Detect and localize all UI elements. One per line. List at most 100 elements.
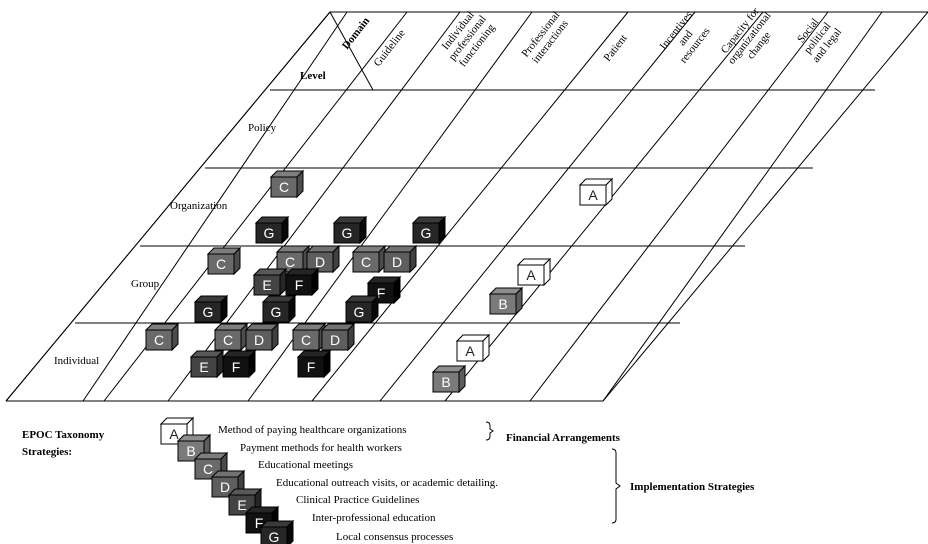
implementation-strategies-label: Implementation Strategies	[630, 481, 755, 493]
cube-letter: F	[307, 359, 316, 375]
grid-line	[602, 11, 883, 402]
cube-front	[145, 329, 173, 351]
cube-front	[297, 356, 325, 378]
legend-title-line2: Strategies:	[22, 446, 72, 458]
legend-title-line1: EPOC Taxonomy	[22, 429, 105, 441]
legend-label-d: Educational outreach visits, or academic…	[276, 477, 498, 489]
cube-c: C	[291, 322, 327, 352]
cube-letter: C	[285, 254, 295, 270]
cube-front	[306, 251, 334, 273]
cube-c: C	[144, 322, 180, 352]
cube-front	[270, 176, 298, 198]
cube-g: G	[411, 215, 447, 245]
cube-front	[285, 274, 313, 296]
cube-letter: D	[392, 254, 402, 270]
cube-front	[579, 184, 607, 206]
cube-front	[412, 222, 440, 244]
level-label: Level	[300, 70, 326, 82]
legend-label-c: Educational meetings	[258, 459, 353, 471]
column-header-3: Patient	[601, 32, 629, 63]
grid-line	[82, 11, 348, 402]
cube-letter: C	[154, 332, 164, 348]
cube-front	[260, 526, 288, 544]
grid	[5, 11, 928, 402]
column-header-6: Socialpoliticaland legal	[791, 11, 844, 65]
cube-b: B	[488, 286, 524, 316]
cube-letter: A	[588, 187, 598, 203]
cube-front	[517, 264, 545, 286]
cube-c: C	[269, 169, 305, 199]
financial-brace	[485, 421, 494, 441]
cube-front	[345, 301, 373, 323]
legend-label-b: Payment methods for health workers	[240, 442, 402, 454]
cube-letter: B	[498, 296, 507, 312]
cube-letter: B	[186, 443, 195, 459]
cube-f: F	[221, 349, 257, 379]
cube-letter: G	[203, 304, 214, 320]
cube-d: D	[320, 322, 356, 352]
cube-front	[383, 251, 411, 273]
legend-cube-g: G	[259, 519, 295, 544]
implementation-brace	[611, 448, 621, 524]
cube-letter: G	[421, 225, 432, 241]
legend-label-f: Inter-professional education	[312, 512, 436, 524]
cube-a: A	[516, 257, 552, 287]
cube-front	[245, 329, 273, 351]
column-header-1: Individualprofessionalfunctioning	[437, 6, 498, 71]
cube-front	[489, 293, 517, 315]
cube-letter: C	[223, 332, 233, 348]
cube-front	[222, 356, 250, 378]
cube-front	[432, 371, 460, 393]
cube-letter: A	[526, 267, 536, 283]
cube-e: E	[252, 267, 288, 297]
cube-letter: A	[465, 343, 475, 359]
cube-letter: A	[169, 426, 179, 442]
legend-label-a: Method of paying healthcare organization…	[218, 424, 407, 436]
legend-label-g: Local consensus processes	[336, 531, 453, 543]
cube-front	[352, 251, 380, 273]
cube-e: E	[189, 349, 225, 379]
cube-letter: C	[279, 179, 289, 195]
cube-front	[214, 329, 242, 351]
cube-f: F	[296, 349, 332, 379]
cube-front	[194, 301, 222, 323]
grid-line	[529, 11, 829, 402]
grid-line	[444, 11, 764, 402]
row-label-group: Group	[131, 278, 160, 290]
cube-letter: F	[232, 359, 241, 375]
cube-letter: D	[330, 332, 340, 348]
cube-letter: G	[264, 225, 275, 241]
cube-c: C	[275, 244, 311, 274]
cube-c: C	[351, 244, 387, 274]
header-diagonal	[329, 11, 374, 91]
cube-c: C	[206, 246, 242, 276]
cube-front	[333, 222, 361, 244]
grid-line	[602, 11, 928, 402]
cube-front	[456, 340, 484, 362]
cube-letter: C	[216, 256, 226, 272]
cube-front	[321, 329, 349, 351]
cube-front	[255, 222, 283, 244]
cube-letter: G	[342, 225, 353, 241]
cube-letter: E	[262, 277, 271, 293]
cube-letter: F	[295, 277, 304, 293]
cube-letter: G	[354, 304, 365, 320]
column-header-5: Capacity fororganizationalchange	[716, 2, 783, 74]
column-header-4: Incentivesandresources	[658, 9, 714, 67]
column-header-line: Patient	[601, 32, 629, 63]
grid-line	[379, 11, 696, 402]
cube-c: C	[213, 322, 249, 352]
cube-letter: E	[237, 497, 246, 513]
cube-b: B	[431, 364, 467, 394]
cube-d: D	[382, 244, 418, 274]
domain-label: Domain	[340, 15, 372, 52]
cube-front	[262, 301, 290, 323]
cube-front	[190, 356, 218, 378]
cube-letter: B	[441, 374, 450, 390]
cube-g: G	[261, 294, 297, 324]
cube-letter: C	[361, 254, 371, 270]
cube-d: D	[244, 322, 280, 352]
